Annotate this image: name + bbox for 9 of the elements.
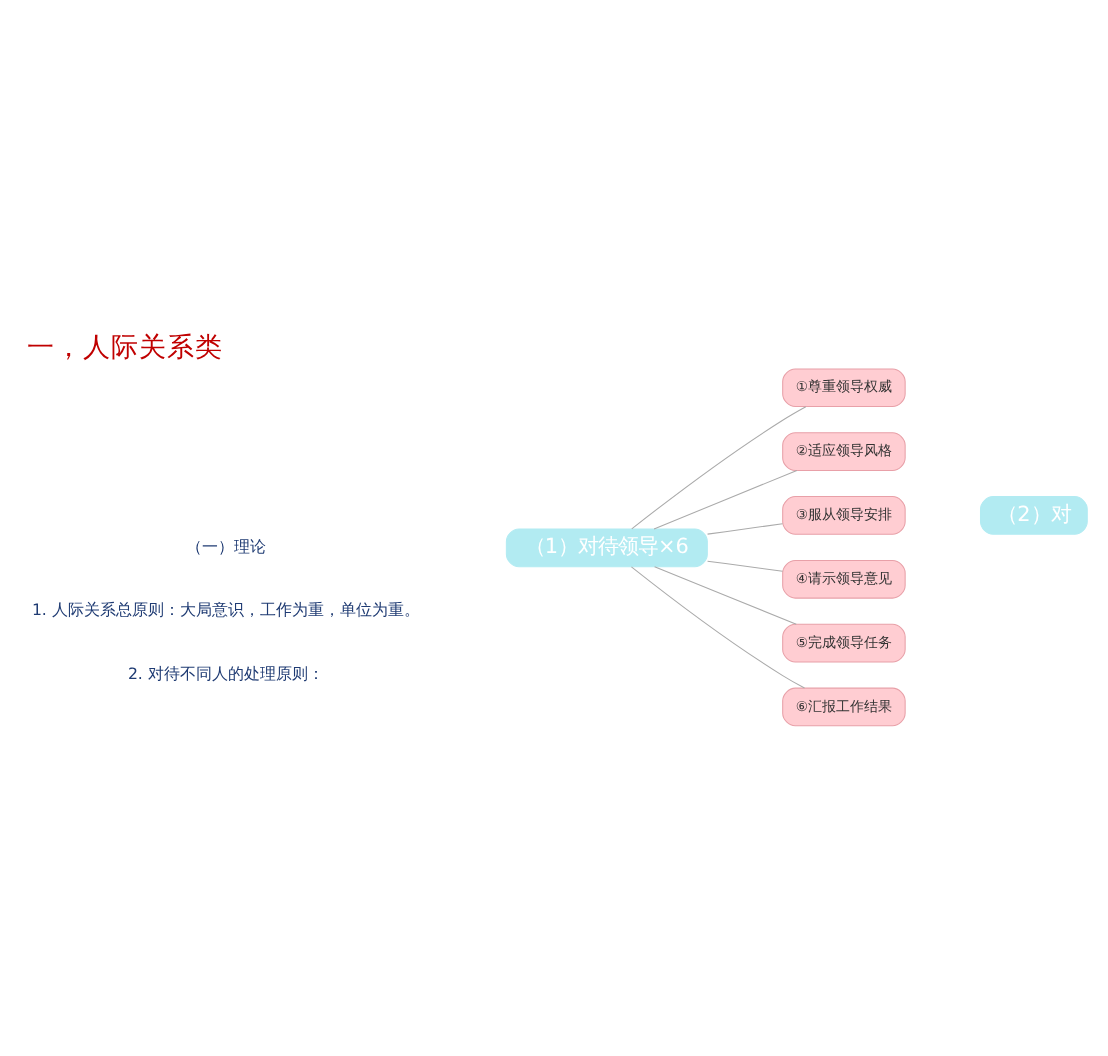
diagram-title: 一，人际关系类 (27, 332, 224, 365)
connector (707, 523, 784, 535)
node-box: （2）对 (979, 496, 1088, 535)
node-box: （1）对待领导×6 (505, 528, 708, 568)
connector (654, 566, 797, 625)
connector (707, 560, 784, 572)
connector (630, 566, 806, 689)
connector (653, 469, 798, 530)
connector (631, 406, 807, 530)
